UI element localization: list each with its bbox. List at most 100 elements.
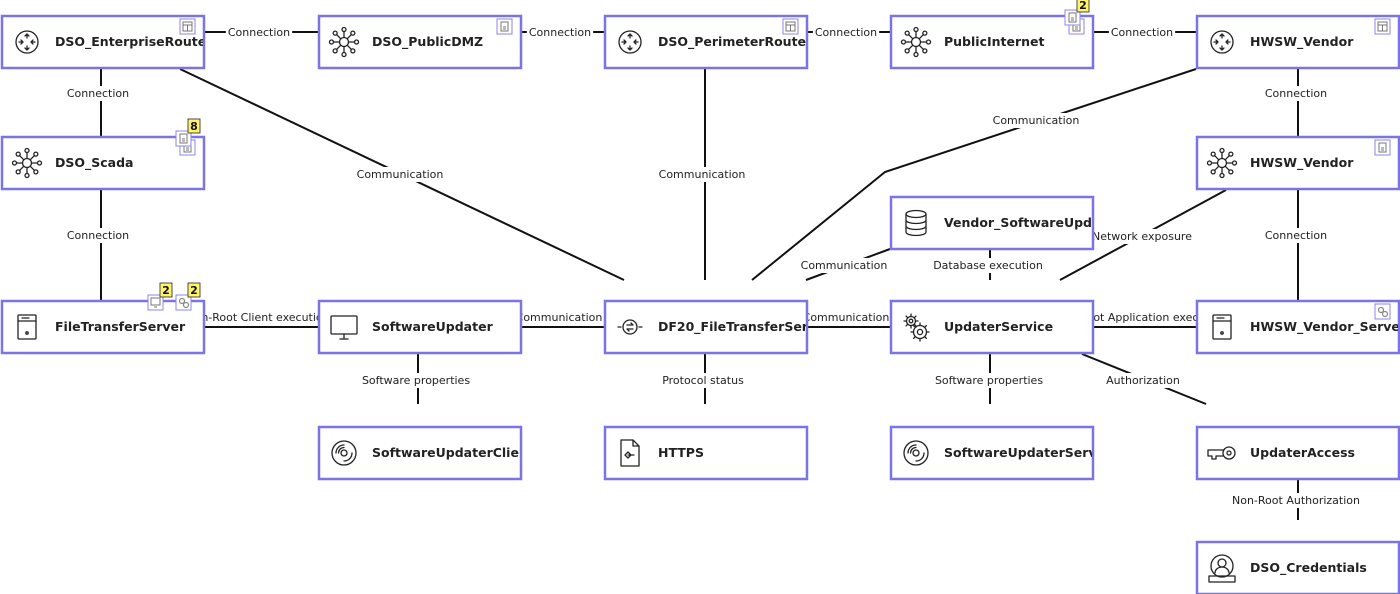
edge-label-bg xyxy=(990,113,1082,128)
edge-label: Connection xyxy=(64,86,132,101)
edge-label-text: Non-Root Client execution xyxy=(186,311,329,324)
edge-label-bg xyxy=(798,258,890,273)
badge-count: 2 xyxy=(1079,0,1087,12)
node-box[interactable] xyxy=(603,425,809,481)
edge-label: Connection xyxy=(64,228,132,243)
clipboard-tool-icon[interactable] xyxy=(1374,139,1391,156)
gear-tool-icon[interactable] xyxy=(175,294,192,311)
window-tool-icon[interactable] xyxy=(179,18,196,35)
edge-label: Communication xyxy=(990,113,1082,128)
node-label: DSO_PerimeterRouter xyxy=(658,34,813,50)
edge-label-text: Connection xyxy=(1265,229,1327,242)
gears-icon xyxy=(903,313,930,342)
protocol-icon xyxy=(617,319,643,335)
node-su[interactable]: SoftwareUpdater xyxy=(317,299,523,355)
node-sus[interactable]: SoftwareUpdaterServer xyxy=(889,425,1112,481)
edge-label-text: Non-Root Authorization xyxy=(1232,494,1360,507)
node-label: SoftwareUpdaterServer xyxy=(944,445,1112,460)
server-tower-icon xyxy=(17,314,37,340)
edge-label: Communication xyxy=(800,310,892,325)
edge-label-bg xyxy=(225,25,293,40)
edge-label-bg xyxy=(812,25,880,40)
edge-label-text: Connection xyxy=(529,26,591,39)
node-box[interactable] xyxy=(603,14,809,70)
node-suc[interactable]: SoftwareUpdaterClient xyxy=(317,425,534,481)
node-label: DSO_EnterpriseRouter xyxy=(55,34,213,50)
edge-label: Authorization xyxy=(1104,373,1182,388)
edge-label-bg xyxy=(359,373,473,388)
gear-tool-icon[interactable] xyxy=(1374,303,1391,320)
node-box[interactable] xyxy=(889,425,1095,481)
node-label: Vendor_SoftwareUpdates xyxy=(944,215,1122,231)
clipboard-tool-icon[interactable] xyxy=(496,18,513,35)
edge-label: Software properties xyxy=(932,373,1046,388)
node-label: UpdaterService xyxy=(944,319,1053,334)
node-pr[interactable]: DSO_PerimeterRouter xyxy=(603,14,813,70)
router-icon xyxy=(1210,30,1234,54)
clipboard-tool-icon[interactable] xyxy=(1064,9,1081,26)
edge-label-bg xyxy=(513,310,605,325)
gear-tool-icon[interactable] xyxy=(147,294,164,311)
node-https[interactable]: HTTPS xyxy=(603,425,809,481)
edge-line[interactable] xyxy=(751,68,1197,281)
node-dmz[interactable]: DSO_PublicDMZ xyxy=(317,14,523,70)
edge-label-text: Authorization xyxy=(1106,374,1180,387)
edge-label-bg xyxy=(64,86,132,101)
network-hub-icon xyxy=(328,26,360,58)
node-ua[interactable]: UpdaterAccess xyxy=(1195,425,1400,481)
edge-label-text: Non-Root Application execution xyxy=(1054,311,1227,324)
node-vsu[interactable]: Vendor_SoftwareUpdates xyxy=(889,195,1122,251)
node-box[interactable] xyxy=(889,195,1095,251)
node-hv1[interactable]: HWSW_Vendor xyxy=(1195,14,1400,70)
router-icon xyxy=(15,30,39,54)
node-label: HWSW_Vendor xyxy=(1250,155,1354,171)
node-label: PublicInternet xyxy=(944,34,1045,49)
edge-label: Software properties xyxy=(359,373,473,388)
edge-label: Communication xyxy=(513,310,605,325)
node-box[interactable] xyxy=(0,14,206,70)
node-label: DSO_Scada xyxy=(55,155,134,171)
network-hub-icon xyxy=(1206,147,1238,179)
edge-label-bg xyxy=(1262,86,1330,101)
edge-label-text: Connection xyxy=(67,87,129,100)
edge-label-bg xyxy=(184,310,332,325)
window-tool-icon[interactable] xyxy=(782,18,799,35)
node-pi[interactable]: PublicInternet 2 xyxy=(889,0,1095,70)
edge-label-text: Connection xyxy=(228,26,290,39)
node-box[interactable] xyxy=(1195,540,1400,594)
node-hv2[interactable]: HWSW_Vendor xyxy=(1195,135,1400,191)
node-us[interactable]: UpdaterService xyxy=(889,299,1095,355)
node-cred[interactable]: DSO_Credentials xyxy=(1195,540,1400,594)
key-icon xyxy=(1207,446,1236,460)
node-er[interactable]: DSO_EnterpriseRouter xyxy=(0,14,213,70)
edge-label-bg xyxy=(1108,25,1176,40)
document-icon xyxy=(620,439,640,467)
edge-label: Non-Root Authorization xyxy=(1230,493,1363,508)
clipboard-tool-icon[interactable] xyxy=(175,130,192,147)
node-df[interactable]: DF20_FileTransferServerUp xyxy=(603,299,850,355)
node-box[interactable] xyxy=(317,425,523,481)
edge-label-text: Connection xyxy=(1265,87,1327,100)
node-label: HWSW_Vendor xyxy=(1250,34,1354,50)
edge-label-text: Database execution xyxy=(933,259,1043,272)
edge-label-bg xyxy=(64,228,132,243)
edge-label-text: Network exposure xyxy=(1092,230,1192,243)
window-tool-icon[interactable] xyxy=(1374,18,1391,35)
node-hvs[interactable]: HWSW_Vendor_Server xyxy=(1195,299,1400,355)
edge-label-bg xyxy=(354,167,446,182)
badge-count: 2 xyxy=(162,284,170,297)
node-box[interactable] xyxy=(317,299,523,355)
node-box[interactable] xyxy=(1195,14,1400,70)
router-icon xyxy=(618,30,642,54)
edge-label-bg xyxy=(1262,228,1330,243)
edge-label-bg xyxy=(526,25,594,40)
disc-icon xyxy=(903,440,929,466)
network-hub-icon xyxy=(900,26,932,58)
node-label: DSO_PublicDMZ xyxy=(372,34,483,50)
edge-label: Communication xyxy=(656,167,748,182)
edge-label: Database execution xyxy=(931,258,1045,273)
